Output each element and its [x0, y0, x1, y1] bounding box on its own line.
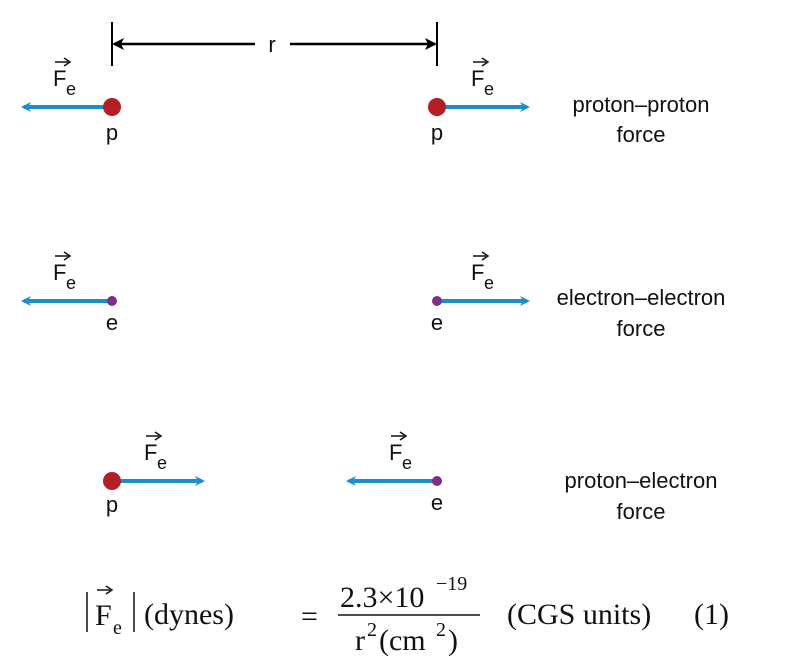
- coulomb-equation: F e (dynes) = 2.3×10 −19 r 2 (cm 2 ) (CG…: [86, 573, 729, 657]
- particle-label: p: [106, 120, 118, 145]
- electron-dot: [432, 476, 442, 486]
- vector-arrowhead-icon: [105, 585, 114, 595]
- vector-arrowhead-icon: [481, 57, 490, 67]
- force-label: F e: [53, 57, 76, 99]
- equation-force-subscript: e: [113, 617, 122, 639]
- particle-label: p: [106, 492, 118, 517]
- equation-force-symbol: F: [95, 599, 112, 632]
- force-subscript: e: [484, 273, 494, 293]
- force-subscript: e: [157, 453, 167, 473]
- vector-arrowhead-icon: [63, 251, 72, 261]
- force-symbol: F: [53, 66, 66, 91]
- equation-system: (CGS units): [507, 598, 651, 631]
- force-symbol: F: [144, 440, 157, 465]
- force-label: F e: [389, 431, 412, 473]
- particle-label: e: [106, 310, 118, 335]
- proton-dot: [103, 472, 121, 490]
- equation-numerator-coeff: 2.3×10: [340, 581, 424, 614]
- electron-dot: [107, 296, 117, 306]
- row-title-line2: force: [617, 499, 666, 524]
- equation-equals: =: [301, 600, 318, 633]
- row-title-line1: electron–electron: [557, 285, 726, 310]
- equation-denominator-exp2: 2: [436, 619, 446, 641]
- equation-numerator-exp: −19: [436, 573, 467, 595]
- equation-denominator-unit: (cm: [379, 624, 426, 657]
- force-subscript: e: [402, 453, 412, 473]
- force-label: F e: [53, 251, 76, 293]
- equation-denominator-exp1: 2: [367, 619, 377, 641]
- force-label: F e: [144, 431, 167, 473]
- separation-label: r: [268, 32, 275, 57]
- vector-arrowhead-icon: [63, 57, 72, 67]
- row-electron-electron: e F e e F e electron–electron force: [21, 251, 726, 341]
- force-label: F e: [471, 251, 494, 293]
- equation-units: (dynes): [144, 598, 234, 631]
- particle-label: e: [431, 310, 443, 335]
- force-subscript: e: [66, 273, 76, 293]
- electron-dot: [432, 296, 442, 306]
- vector-arrowhead-icon: [481, 251, 490, 261]
- vector-arrowhead-icon: [399, 431, 408, 441]
- particle-label: p: [431, 120, 443, 145]
- equation-denominator-close: ): [448, 624, 458, 657]
- force-subscript: e: [484, 79, 494, 99]
- equation-denominator-r: r: [355, 624, 365, 657]
- separation-indicator: r: [111, 22, 438, 66]
- row-title-line1: proton–proton: [573, 92, 710, 117]
- force-symbol: F: [471, 66, 484, 91]
- row-title-line1: proton–electron: [565, 468, 718, 493]
- equation-number: (1): [694, 598, 729, 631]
- row-title-line2: force: [617, 122, 666, 147]
- force-symbol: F: [53, 260, 66, 285]
- row-proton-proton: p F e p F e proton–proton force: [21, 57, 710, 147]
- proton-dot: [103, 98, 121, 116]
- vector-arrowhead-icon: [154, 431, 163, 441]
- force-symbol: F: [389, 440, 402, 465]
- force-label: F e: [471, 57, 494, 99]
- force-symbol: F: [471, 260, 484, 285]
- force-subscript: e: [66, 79, 76, 99]
- row-proton-electron: p F e e F e proton–electron force: [103, 431, 718, 524]
- row-title-line2: force: [617, 316, 666, 341]
- proton-dot: [428, 98, 446, 116]
- particle-label: e: [431, 490, 443, 515]
